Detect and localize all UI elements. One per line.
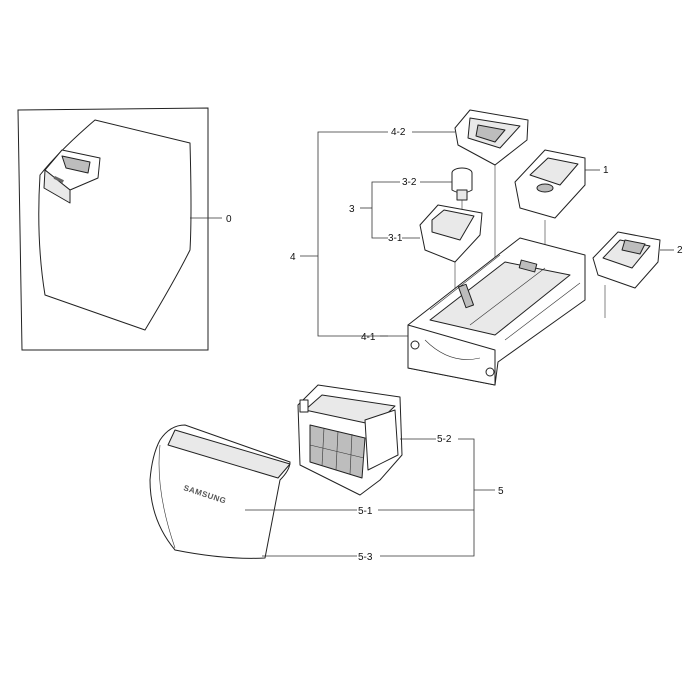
label-3: 3 [349,204,355,215]
label-4: 4 [290,252,296,263]
mini-dispenser-drawer [43,149,101,204]
label-5: 5 [498,486,504,497]
label-0: 0 [226,214,232,225]
label-5-3: 5-3 [358,552,373,563]
label-4-1: 4-1 [361,332,376,343]
label-1: 1 [603,165,609,176]
part-2-compartment [592,231,661,318]
label-3-1: 3-1 [388,233,403,244]
part-0-overview: 0 [17,107,232,351]
part-4-1-housing [407,237,586,386]
label-2: 2 [677,245,683,256]
lead-group-4 [300,131,455,337]
label-4-2: 4-2 [391,127,406,138]
lead-group-3 [360,181,452,239]
part-3-1-cup [419,204,483,300]
label-5-1: 5-1 [358,506,373,517]
overview-frame [17,107,209,351]
lead-group-5 [245,438,495,557]
part-5-1-drawer-front: SAMSUNG [149,424,291,559]
label-3-2: 3-2 [402,177,417,188]
part-3-2-cap [451,167,473,215]
drawer-grid [309,424,366,479]
part-1-compartment [514,149,586,260]
part-5-2-drawer-frame [297,384,403,496]
label-5-2: 5-2 [437,434,452,445]
part-4-2-cover [454,109,529,320]
